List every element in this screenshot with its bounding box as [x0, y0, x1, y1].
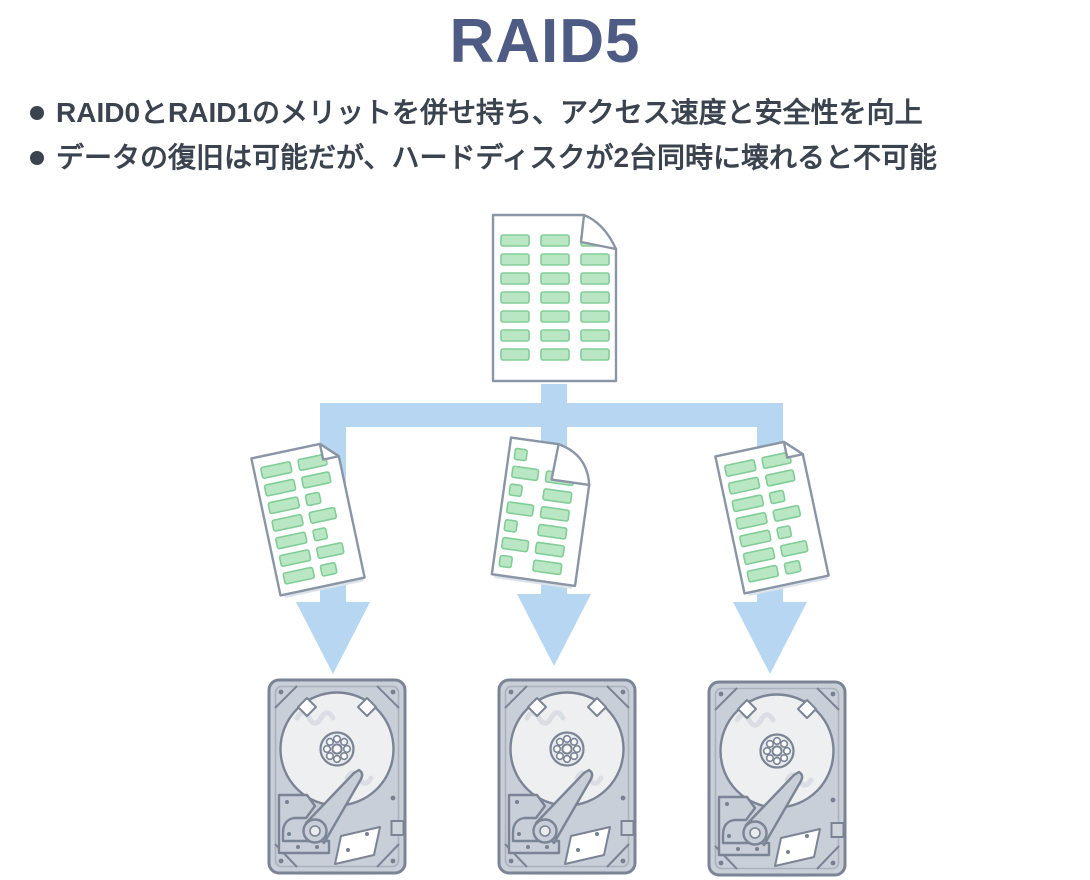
page-title: RAID5	[449, 7, 641, 76]
arrow-down-icon	[296, 602, 370, 674]
document-fragment-icon	[713, 437, 831, 597]
document-fragment-icon	[249, 439, 367, 599]
bullet-icon	[30, 106, 44, 120]
bullet-text: RAID0とRAID1のメリットを併せ持ち、アクセス速度と安全性を向上	[56, 97, 923, 128]
bullet-item: RAID0とRAID1のメリットを併せ持ち、アクセス速度と安全性を向上	[24, 90, 1084, 135]
document-data-icon	[491, 213, 618, 383]
document-fragment-icon	[490, 436, 596, 590]
bullet-text: データの復旧は可能だが、ハードディスクが2台同時に壊れると不可能	[56, 142, 938, 173]
hard-disk-icon	[269, 680, 405, 876]
bullet-item: データの復旧は可能だが、ハードディスクが2台同時に壊れると不可能	[24, 135, 1084, 180]
arrow-down-icon	[733, 602, 807, 674]
hard-disk-icon	[709, 682, 845, 878]
bullet-list: RAID0とRAID1のメリットを併せ持ち、アクセス速度と安全性を向上 データの…	[24, 90, 1084, 180]
hard-disk-icon	[499, 680, 635, 876]
bullet-icon	[30, 151, 44, 165]
arrow-down-icon	[517, 594, 591, 666]
